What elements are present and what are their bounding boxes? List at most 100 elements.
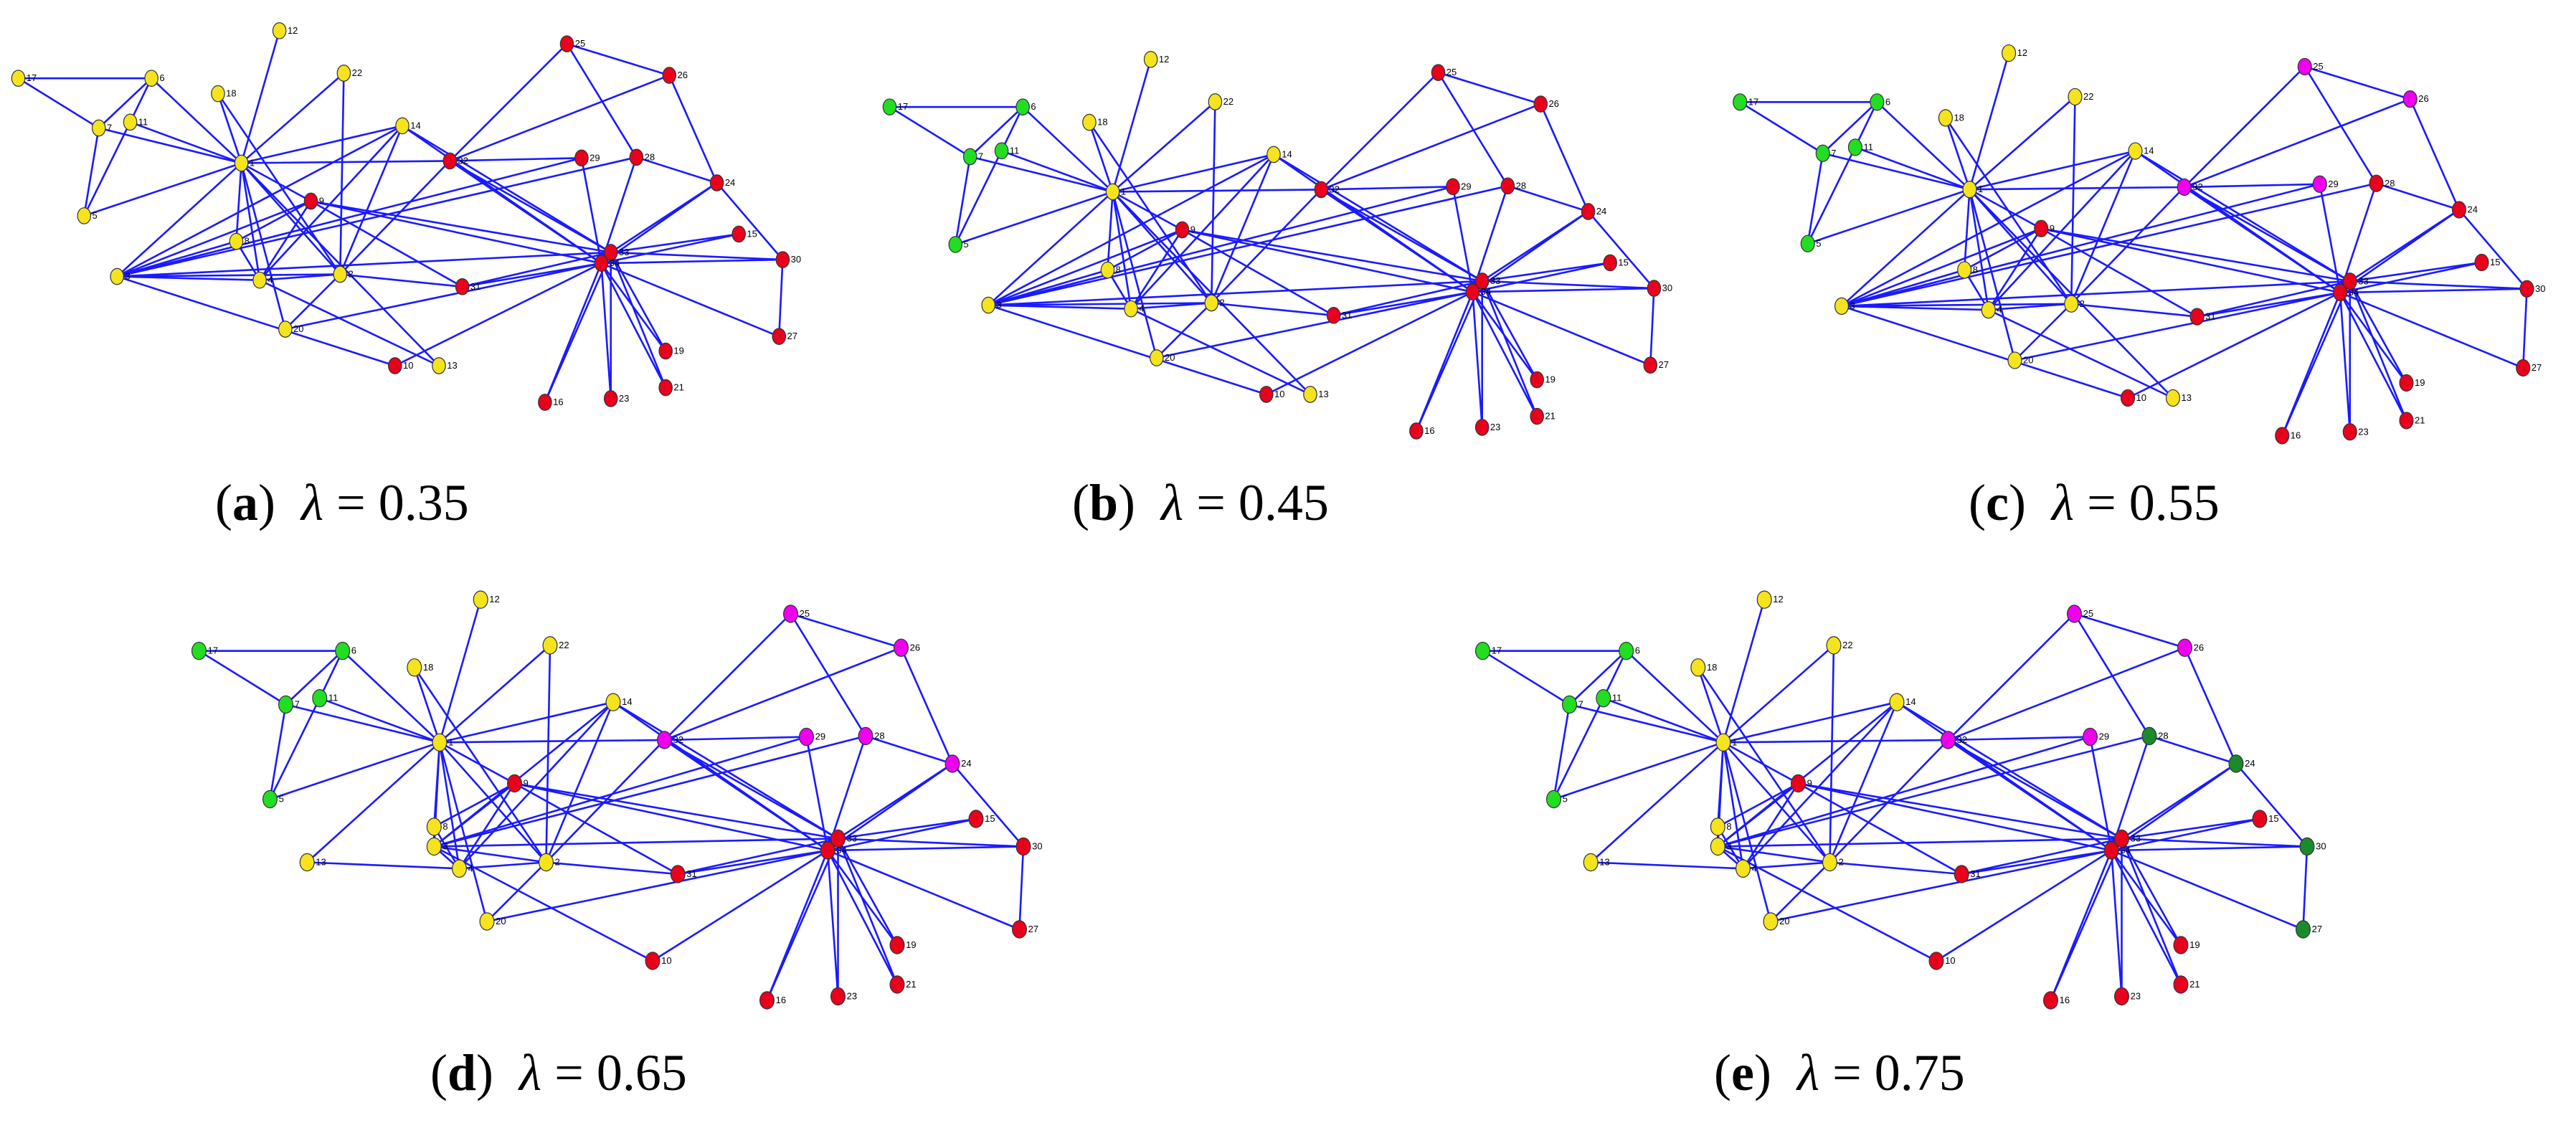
node-e-2 [1822, 853, 1838, 872]
edge-a-32-26 [449, 74, 670, 162]
node-b-29 [1446, 178, 1460, 196]
node-a-11 [123, 113, 138, 131]
node-label-d-16: 16 [776, 995, 786, 1005]
edge-d-28-24 [865, 735, 953, 765]
node-label-c-20: 20 [2023, 355, 2033, 366]
node-a-4 [252, 271, 267, 289]
edge-d-9-33 [514, 782, 838, 840]
node-label-a-2: 2 [349, 269, 354, 280]
edge-e-24-30 [2235, 763, 2308, 848]
edge-d-14-4 [458, 701, 614, 870]
edge-e-1-20 [1722, 741, 1772, 922]
caption-d-value: 0.65 [596, 1044, 687, 1101]
node-d-19 [889, 936, 905, 954]
edge-d-15-33 [838, 817, 977, 840]
node-label-c-2: 2 [2080, 298, 2085, 309]
node-d-31 [670, 865, 686, 883]
node-label-d-20: 20 [496, 916, 506, 926]
node-c-12 [2002, 44, 2017, 62]
edge-c-9-34 [2040, 227, 2341, 294]
node-d-18 [407, 658, 422, 677]
node-c-17 [1733, 93, 1748, 111]
node-label-c-34: 34 [2349, 287, 2359, 298]
edge-d-32-25 [663, 613, 792, 741]
network-panel-e: 1234567891011121314151617181920212223242… [1475, 590, 2326, 1010]
edge-e-32-26 [1948, 647, 2185, 741]
node-label-e-21: 21 [2189, 979, 2199, 990]
node-label-c-9: 9 [2050, 223, 2055, 234]
node-label-c-1: 1 [1978, 184, 1983, 194]
node-label-c-16: 16 [2291, 430, 2301, 441]
node-c-6 [1870, 93, 1885, 111]
node-b-33 [1474, 272, 1490, 290]
edge-e-14-2 [1829, 701, 1898, 863]
edge-b-15-34 [1472, 262, 1611, 293]
edge-e-17-7 [1482, 650, 1571, 706]
node-label-e-9: 9 [1807, 778, 1812, 789]
edge-c-1-4 [1969, 189, 1990, 310]
node-b-17 [882, 98, 897, 115]
edge-e-14-4 [1742, 701, 1898, 870]
edge-c-24-30 [2458, 209, 2528, 290]
node-e-14 [1889, 693, 1905, 711]
edge-a-1-32 [241, 160, 450, 164]
edge-c-17-7 [1739, 101, 1824, 154]
caption-c-tag: c [1985, 474, 2009, 531]
edge-d-3-28 [433, 735, 866, 848]
edge-b-14-3 [988, 153, 1274, 306]
edge-e-9-8 [1717, 782, 1799, 828]
edge-e-32-33 [1947, 739, 2123, 840]
edge-e-1-4 [1722, 742, 1744, 869]
edge-c-9-33 [2041, 227, 2350, 283]
node-label-c-25: 25 [2313, 61, 2323, 72]
edge-d-11-1 [319, 697, 440, 744]
node-label-e-19: 19 [2189, 939, 2199, 950]
edge-d-1-9 [439, 741, 516, 784]
edge-d-26-24 [900, 647, 954, 764]
edge-c-30-33 [2349, 280, 2527, 290]
edge-c-1-20 [1969, 189, 2016, 361]
node-d-27 [1011, 920, 1027, 939]
node-b-8 [1100, 261, 1115, 279]
edge-b-1-3 [988, 191, 1114, 306]
node-label-b-2: 2 [1220, 298, 1225, 308]
edge-c-25-28 [2303, 66, 2377, 184]
node-e-12 [1756, 590, 1772, 609]
caption-e-tag: e [1730, 1044, 1754, 1101]
node-a-24 [709, 174, 724, 191]
node-label-a-5: 5 [93, 210, 98, 221]
node-label-e-32: 32 [1957, 734, 1967, 745]
node-label-d-29: 29 [815, 731, 825, 742]
node-label-e-26: 26 [2194, 642, 2204, 653]
node-label-c-30: 30 [2535, 283, 2545, 294]
edge-a-9-8 [235, 200, 312, 242]
edge-d-21-34 [827, 850, 899, 985]
edge-e-30-27 [2302, 846, 2309, 930]
edge-a-3-33 [117, 251, 611, 278]
node-a-34 [594, 255, 609, 272]
edge-a-12-1 [240, 30, 280, 163]
node-e-20 [1763, 912, 1779, 931]
node-d-28 [858, 726, 873, 746]
caption-b-value: 0.45 [1238, 474, 1329, 531]
node-label-a-28: 28 [645, 151, 655, 162]
caption-d-lambda: λ [519, 1044, 542, 1101]
caption-b-tag: b [1089, 474, 1119, 531]
node-e-6 [1619, 642, 1634, 660]
node-label-a-33: 33 [619, 247, 629, 257]
edge-e-2-32 [1829, 739, 1949, 863]
edge-e-29-34 [2089, 736, 2113, 851]
node-label-d-17: 17 [208, 645, 218, 656]
node-c-13 [2165, 389, 2181, 407]
node-label-e-15: 15 [2268, 813, 2278, 824]
node-d-33 [830, 829, 846, 848]
node-a-3 [110, 267, 124, 285]
edge-c-15-33 [2349, 261, 2482, 283]
edge-a-6-7 [98, 77, 153, 129]
node-label-d-3: 3 [442, 841, 448, 852]
edge-e-1-13 [1590, 741, 1724, 863]
node-b-2 [1204, 294, 1219, 312]
node-d-22 [542, 636, 558, 655]
edge-e-27-34 [2111, 849, 2303, 931]
edge-b-24-30 [1587, 211, 1655, 289]
